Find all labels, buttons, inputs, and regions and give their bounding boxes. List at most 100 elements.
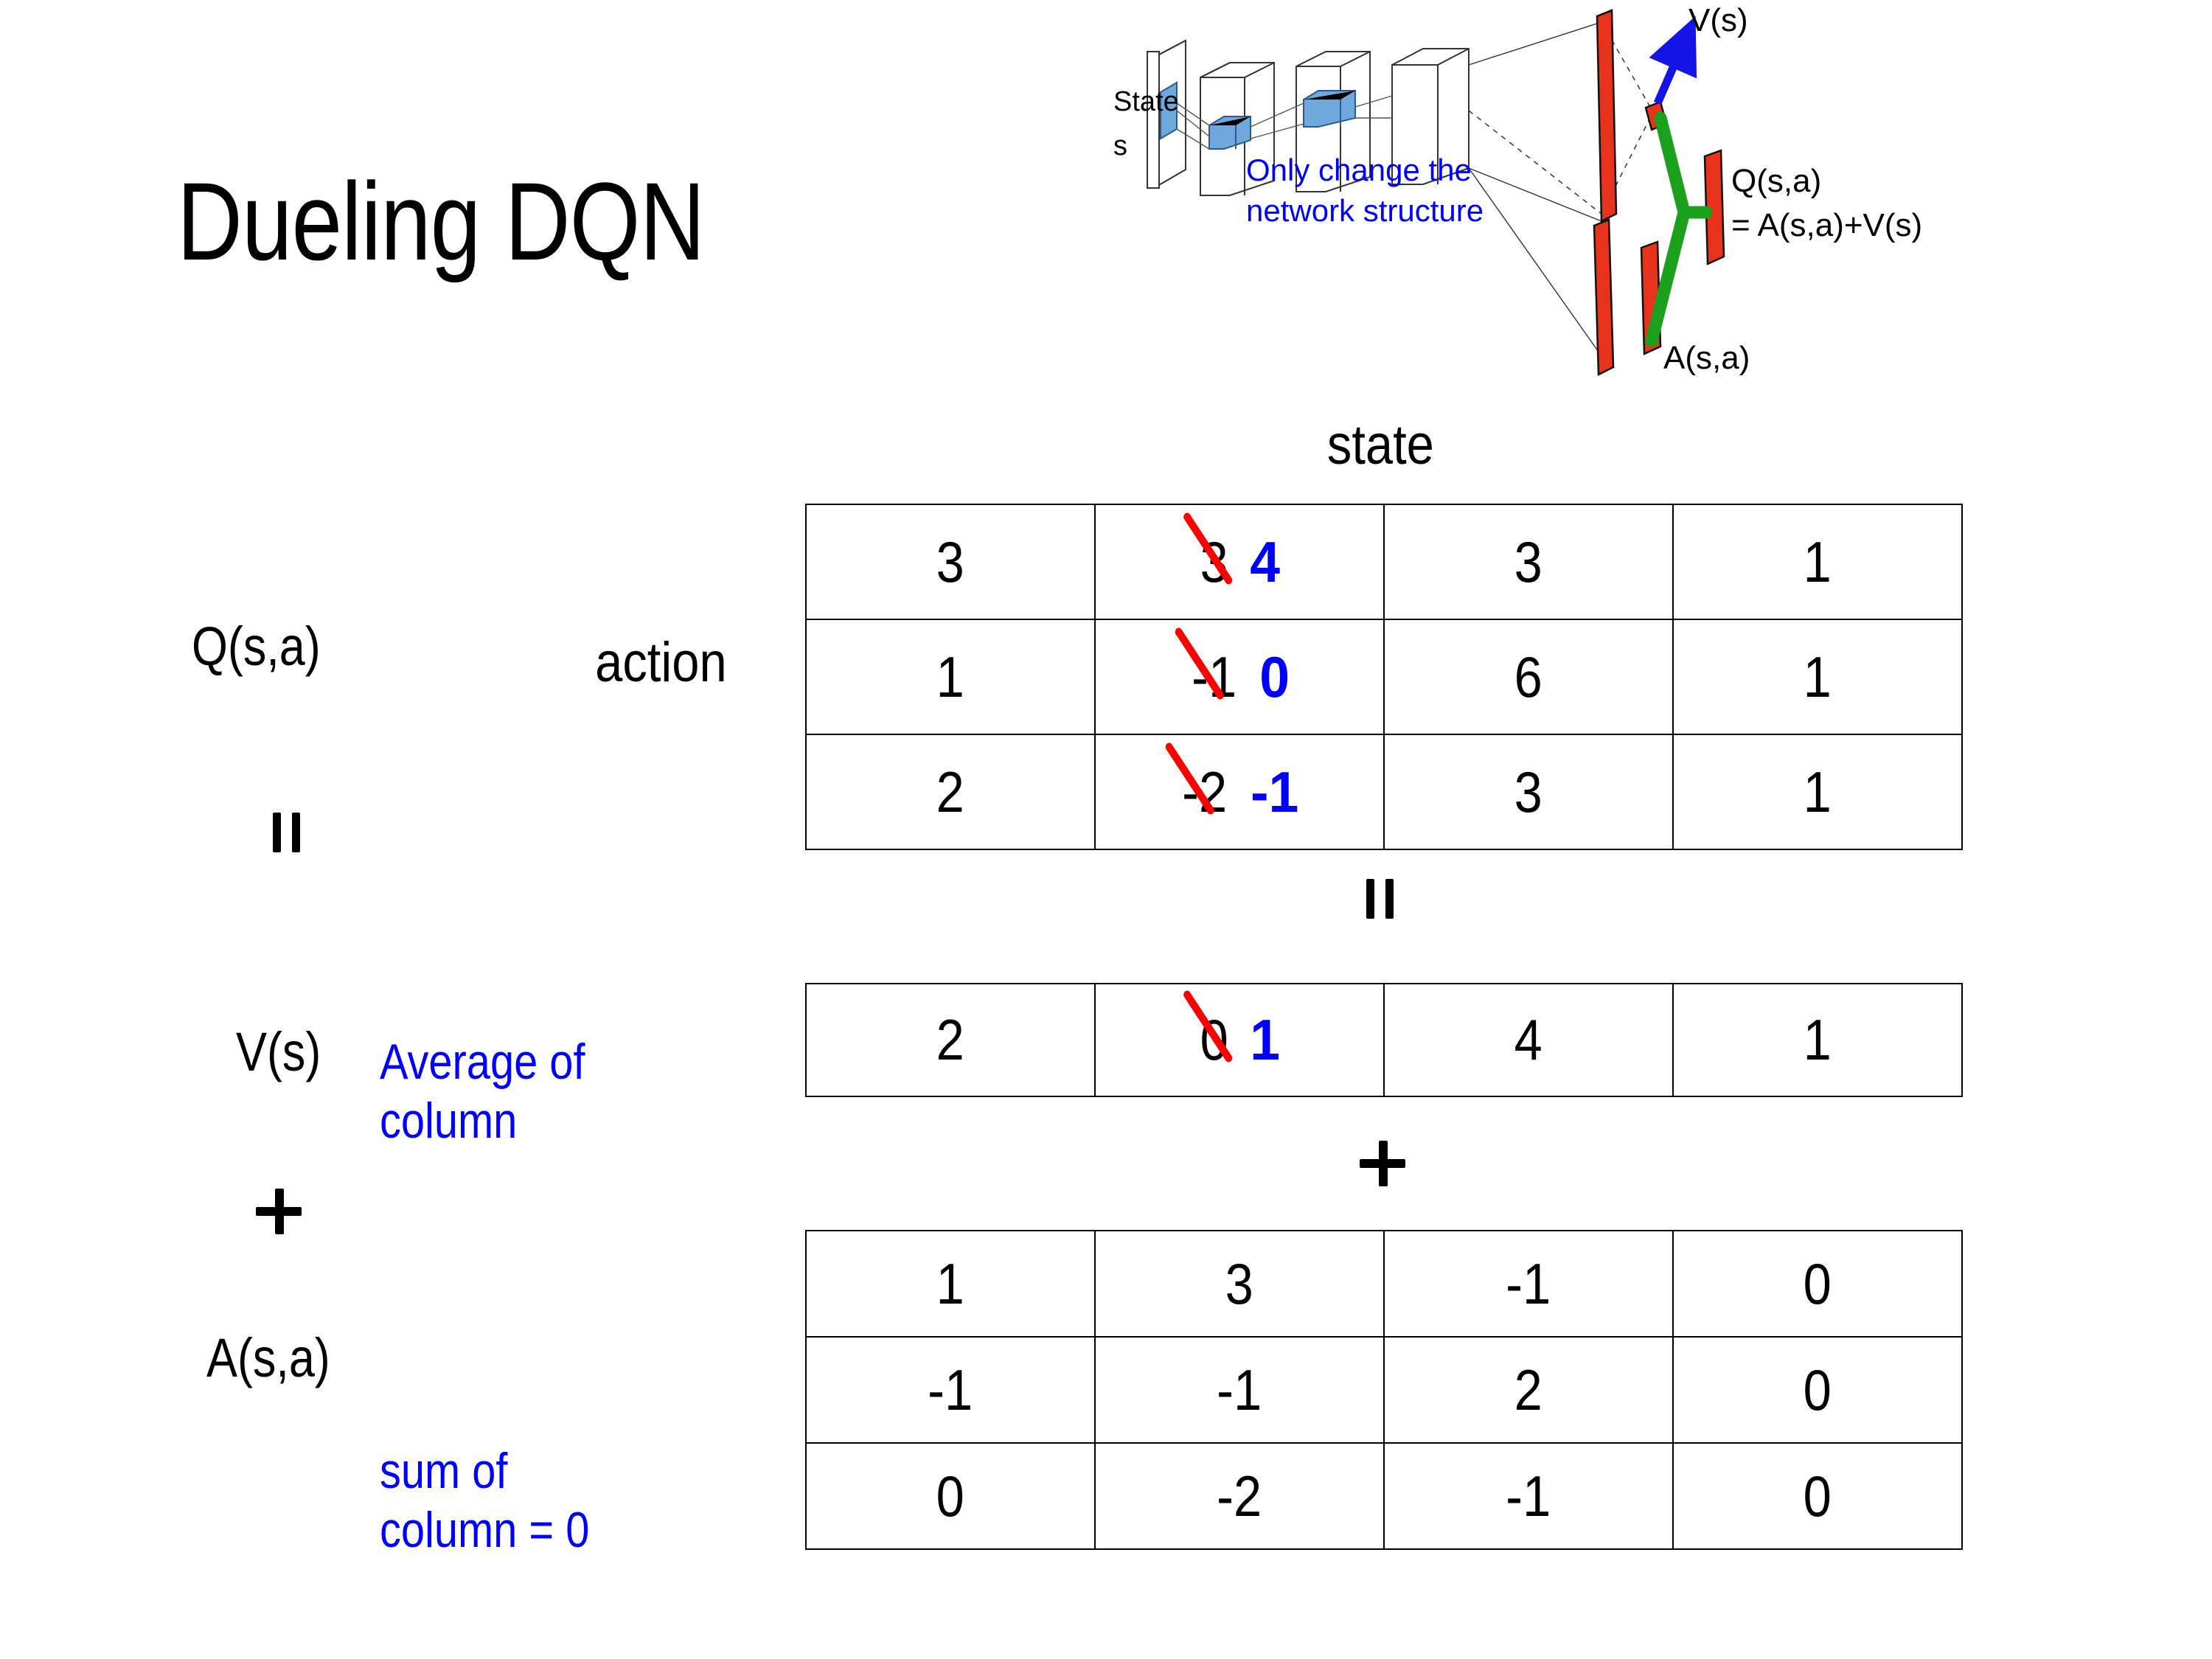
table-cell: 0 (1672, 1442, 1963, 1550)
cell-value: 6 (1514, 644, 1543, 709)
table-cell: 1 (1672, 983, 1963, 1097)
table-cell: 2 (805, 734, 1096, 850)
dueling-network-diagram: State s Only change the network structur… (1106, 0, 2212, 413)
state-axis-label: state (805, 413, 1956, 477)
a-note: sum of column = 0 (380, 1443, 590, 1559)
old-value: 0 (1183, 990, 1232, 1074)
strikethrough-icon (1183, 987, 1234, 1064)
old-value: 3 (1183, 512, 1232, 596)
table-cell: 1 (805, 1230, 1096, 1338)
cell-value: 1 (1803, 644, 1832, 709)
old-value: -1 (1175, 627, 1237, 711)
diagram-note-line2: network structure (1246, 193, 1484, 228)
table-cell: -1 (1383, 1442, 1674, 1550)
cell-value: 1 (1803, 529, 1832, 594)
cell-value: 3 (936, 529, 965, 594)
strikethrough-icon (1183, 509, 1234, 586)
advantage-stream-bar-icon (1593, 218, 1615, 376)
cell-value: 0 (1803, 1463, 1832, 1528)
new-value: 1 (1250, 1007, 1281, 1072)
conv-block-3-icon (1391, 48, 1470, 185)
diagram-v-label: V(s) (1688, 2, 1748, 38)
table-cell: 3 (1383, 504, 1674, 620)
aggregation-join-icon (1645, 111, 1713, 347)
table-row: -1 -1 2 0 (805, 1336, 1963, 1444)
v-note: Average of column (380, 1034, 585, 1150)
new-value: 4 (1250, 529, 1281, 594)
cell-value: 4 (1514, 1007, 1543, 1072)
v-function-label: V(s) (236, 1021, 321, 1082)
action-axis-label: action (586, 630, 736, 695)
cell-value: -1 (1217, 1357, 1262, 1422)
table-cell: 0 (1672, 1230, 1963, 1338)
cell-value: -1 (928, 1357, 973, 1422)
q-function-label: Q(s,a) (192, 616, 321, 677)
table-cell: 1 (1672, 734, 1963, 850)
cell-value: 1 (1803, 1007, 1832, 1072)
cell-value: 2 (936, 1007, 965, 1072)
table-cell: -2 -1 (1094, 734, 1385, 850)
cell-value: 1 (936, 1251, 965, 1316)
table-cell: 2 (1383, 1336, 1674, 1444)
new-value: 0 (1259, 644, 1290, 709)
cell-value: 1 (1803, 759, 1832, 824)
cell-value: 3 (1514, 759, 1543, 824)
table-cell: -2 (1094, 1442, 1385, 1550)
strikethrough-icon (1175, 625, 1225, 701)
cell-value: 3 (1225, 1251, 1254, 1316)
table-cell: 6 (1383, 619, 1674, 735)
a-function-label: A(s,a) (206, 1327, 330, 1388)
diagram-state-label-line2: s (1113, 131, 1127, 161)
state-axis-label-text: state (1326, 414, 1434, 476)
page-title: Dueling DQN (177, 159, 705, 283)
q-output-bar-icon (1703, 149, 1725, 265)
cell-value: -1 (1506, 1251, 1551, 1316)
diagram-q-label-line1: Q(s,a) (1731, 163, 1821, 199)
action-axis-label-text: action (595, 631, 727, 694)
equals-sign-q-to-v (267, 813, 314, 852)
cell-value: 2 (1514, 1357, 1543, 1422)
table-cell: 0 (1672, 1336, 1963, 1444)
table-row: 1 -1 0 6 1 (805, 619, 1963, 735)
table-cell: 4 (1383, 983, 1674, 1097)
table-row: 0 -2-1 0 (805, 1442, 1963, 1550)
table-cell: -1 (805, 1336, 1096, 1444)
table-cell: 1 (805, 619, 1096, 735)
cell-value: 1 (936, 644, 965, 709)
plus-sign-table (1358, 1139, 1407, 1188)
new-value: -1 (1251, 759, 1299, 824)
plus-sign-left (254, 1187, 303, 1236)
table-cell: 1 (1672, 619, 1963, 735)
table-cell: -1 (1383, 1230, 1674, 1338)
old-value: -2 (1165, 742, 1227, 826)
table-row: 1 3 -1 0 (805, 1230, 1963, 1338)
diagram-note-line1: Only change the (1246, 153, 1472, 187)
diagram-state-label-line1: State (1113, 86, 1179, 117)
equals-sign-table (1360, 879, 1408, 919)
table-cell: 2 (805, 983, 1096, 1097)
table-row: 2 -2 -1 3 1 (805, 734, 1963, 850)
cell-value: 2 (936, 759, 965, 824)
cell-value: 3 (1514, 529, 1543, 594)
strikethrough-icon (1165, 740, 1216, 816)
table-cell: 3 (805, 504, 1096, 620)
table-cell: -1 (1094, 1336, 1385, 1444)
diagram-q-label-line2: = A(s,a)+V(s) (1731, 207, 1922, 243)
table-cell: 3 (1094, 1230, 1385, 1338)
table-cell: 3 (1383, 734, 1674, 850)
cell-value: 0 (1803, 1357, 1832, 1422)
table-cell: 1 (1672, 504, 1963, 620)
table-cell: -1 0 (1094, 619, 1385, 735)
diagram-a-label: A(s,a) (1663, 340, 1750, 376)
v-output-arrow-icon (1649, 15, 1697, 105)
cell-value: 0 (936, 1463, 965, 1528)
